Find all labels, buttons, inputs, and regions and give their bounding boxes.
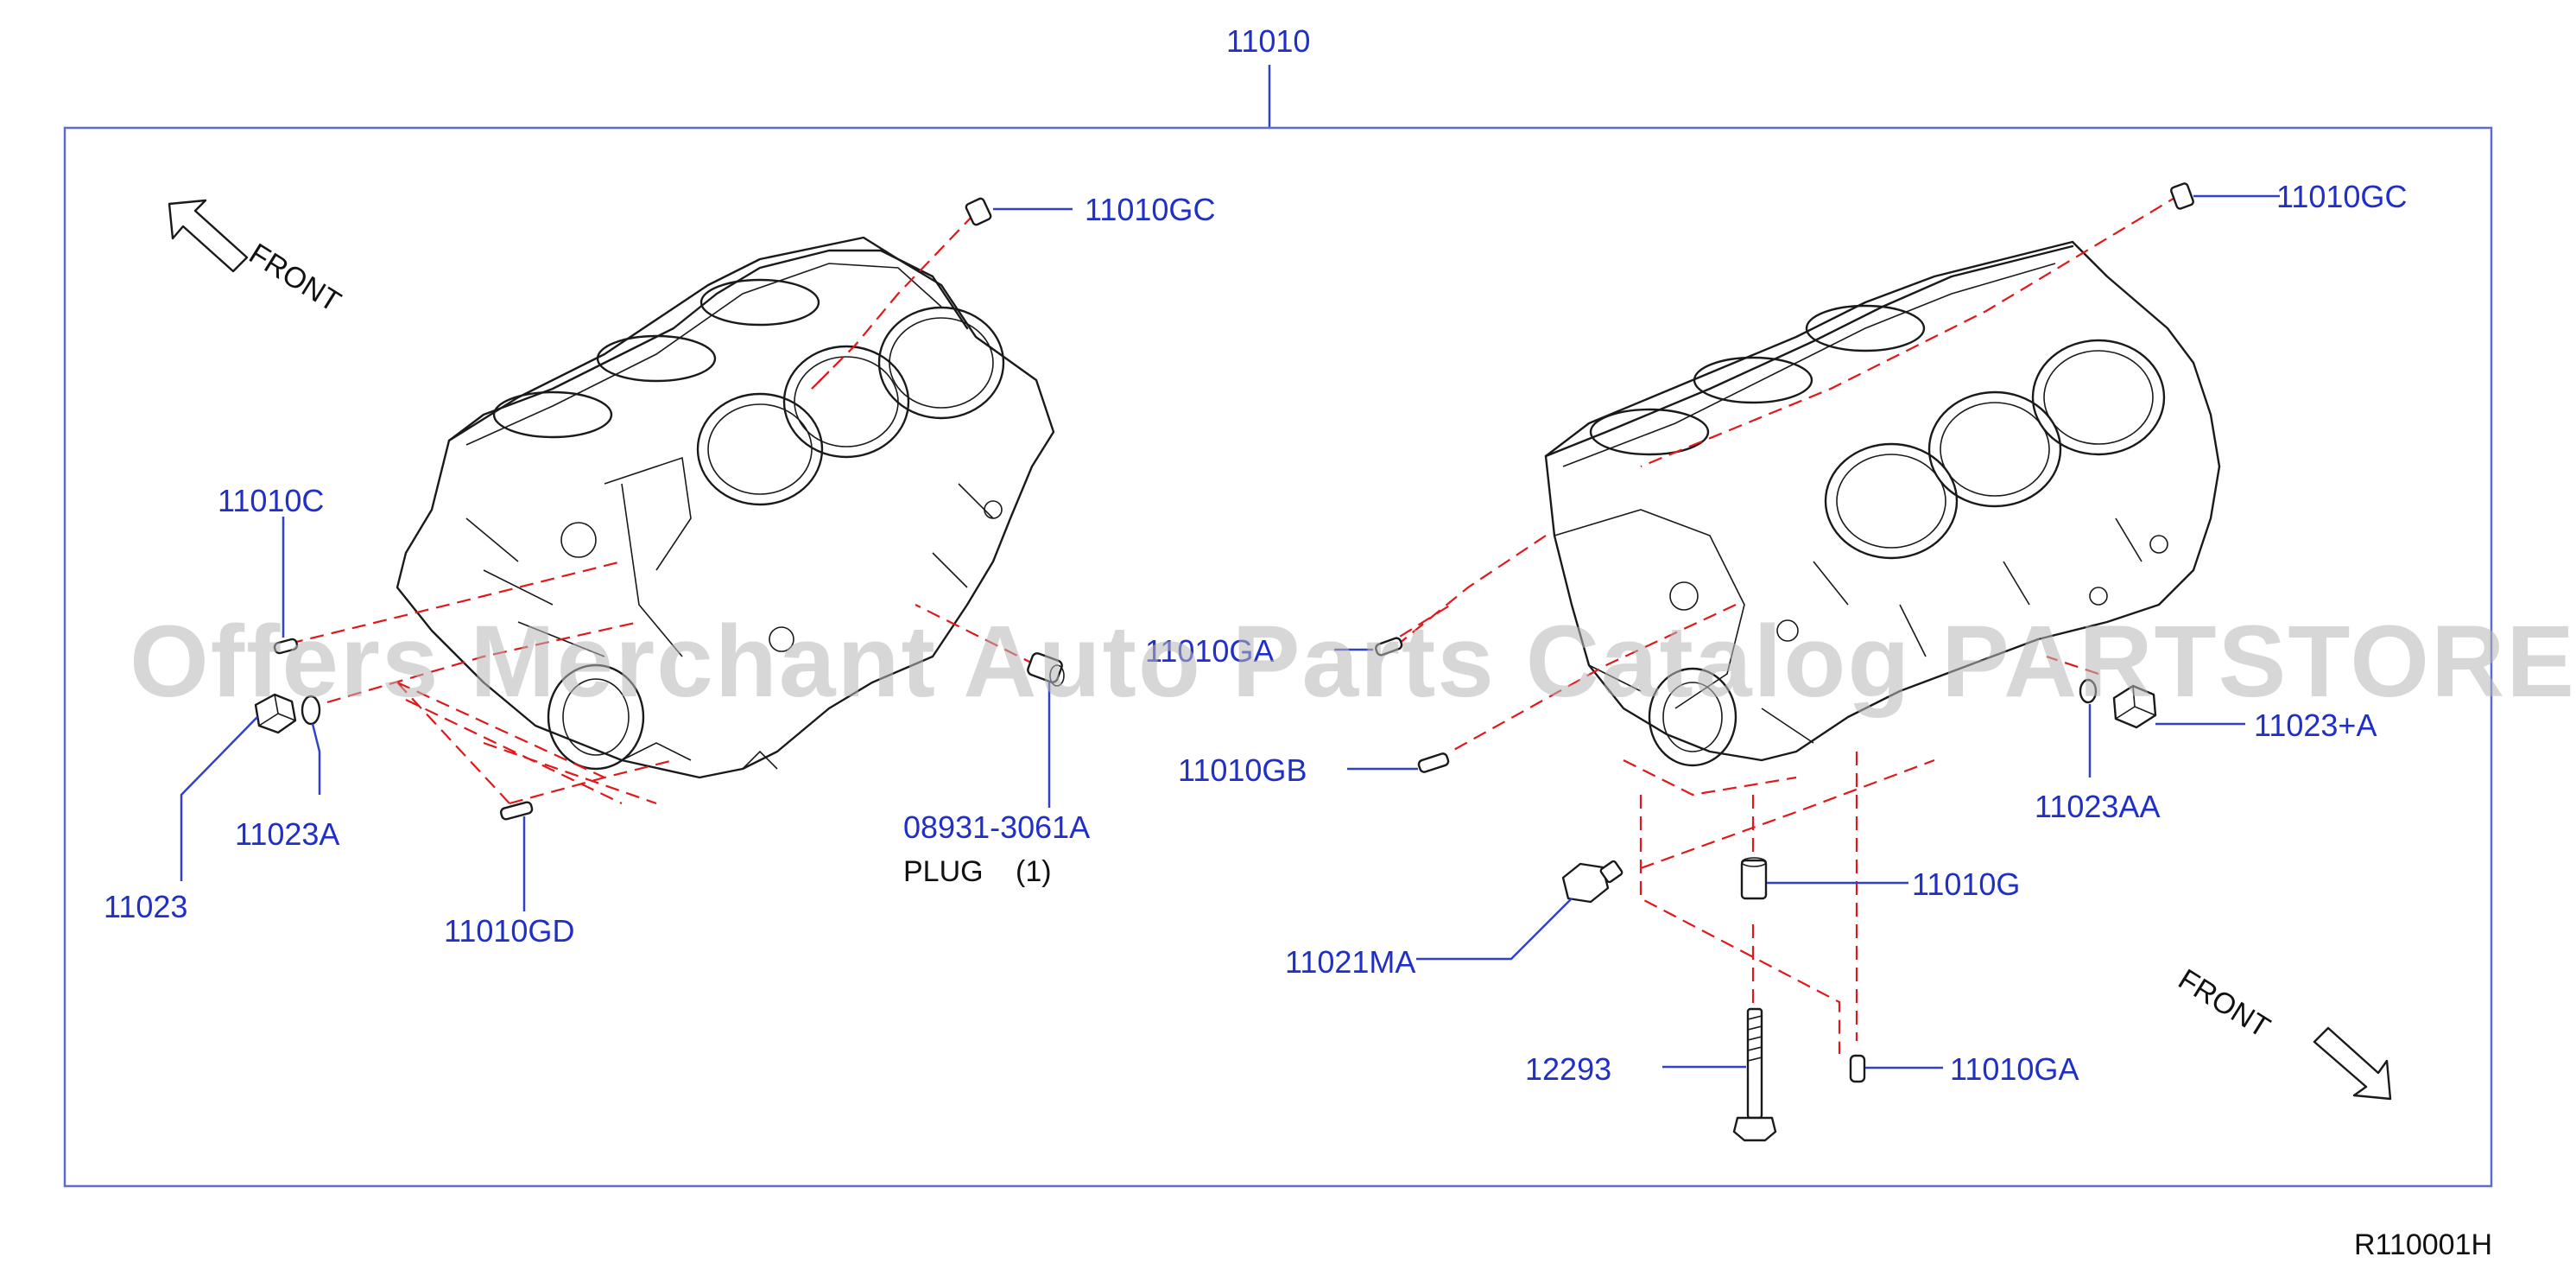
- right-bore-front-3-inner: [2043, 350, 2154, 445]
- left-bore-front-2: [782, 345, 910, 459]
- right-label-12293[interactable]: 12293: [1525, 1051, 1611, 1087]
- front-arrow-left-icon: [168, 199, 249, 273]
- left-block-outline: [396, 236, 1055, 779]
- left-deck-inner: [465, 263, 942, 446]
- watermark-text: Offers Merchant Auto Parts Catalog PARTS…: [130, 605, 2576, 719]
- left-boss-3: [984, 500, 1003, 519]
- left-bore-back-1: [492, 390, 613, 439]
- left-label-08931[interactable]: 08931-3061A: [903, 809, 1090, 845]
- right-label-11023pa[interactable]: 11023+A: [2254, 708, 2377, 743]
- left-plug-08931[interactable]: [1027, 652, 1065, 687]
- leader-left-11023a: [311, 723, 321, 795]
- right-cylinder-block[interactable]: [1544, 240, 2221, 767]
- left-label-11010gd[interactable]: 11010GD: [444, 913, 574, 949]
- left-washer-11023a[interactable]: [301, 695, 321, 726]
- left-lower-skirt: [621, 742, 778, 770]
- left-crank-bore: [547, 663, 645, 771]
- leader-right-ma: [1416, 898, 1573, 961]
- right-bore-front-2: [1927, 390, 2062, 508]
- right-bore-back-3: [1805, 304, 1926, 352]
- left-bore-back-2: [596, 334, 717, 383]
- right-crank-bore-inner: [1662, 682, 1723, 752]
- right-sleeve-11010g[interactable]: [1740, 857, 1768, 900]
- left-label-11023[interactable]: 11023: [104, 889, 187, 924]
- left-dowel-c[interactable]: [273, 638, 299, 655]
- right-washer-11023aa[interactable]: [2079, 678, 2098, 704]
- right-side-ribs: [1761, 517, 2142, 744]
- right-boss-4: [2149, 535, 2168, 554]
- left-bore-front-3-inner: [889, 317, 994, 409]
- right-label-11010gc[interactable]: 11010GC: [2276, 179, 2407, 214]
- right-bore-front-1-inner: [1836, 454, 1946, 549]
- left-guide-lines: [288, 213, 1037, 805]
- diagram-frame: [63, 126, 2493, 1188]
- right-deck-rim: [1544, 244, 2074, 458]
- right-bore-back-1: [1589, 408, 1710, 456]
- left-bore-front-1-inner: [707, 403, 813, 495]
- left-boss-1: [560, 522, 597, 558]
- right-dowel-ga[interactable]: [1849, 1054, 1866, 1083]
- left-boss-2: [769, 626, 794, 652]
- left-deck-rim: [447, 249, 969, 442]
- right-plug-11023pa[interactable]: [2112, 684, 2157, 729]
- right-label-11021ma[interactable]: 11021MA: [1285, 944, 1415, 980]
- left-dowel-gd[interactable]: [499, 801, 534, 821]
- left-crank-bore-inner: [562, 678, 630, 756]
- left-label-plug-name: PLUG: [903, 855, 984, 888]
- front-label-right: FRONT: [2173, 963, 2275, 1044]
- left-dowel-gc[interactable]: [965, 197, 992, 226]
- right-bore-front-1: [1824, 442, 1959, 560]
- right-bore-back-2: [1693, 356, 1813, 404]
- left-label-plug-qty: (1): [1016, 855, 1052, 888]
- assembly-number-label[interactable]: 11010: [1226, 23, 1310, 59]
- front-arrow-right-icon: [2313, 1026, 2392, 1101]
- left-bore-front-1: [696, 392, 824, 506]
- right-label-11010ga-upper[interactable]: 11010GA: [1145, 633, 1274, 669]
- left-label-11010gc[interactable]: 11010GC: [1085, 192, 1215, 227]
- left-bore-front-2-inner: [794, 356, 899, 447]
- right-bolt-11021ma[interactable]: [1561, 860, 1623, 904]
- front-label-left: FRONT: [244, 238, 346, 319]
- right-label-11023aa[interactable]: 11023AA: [2035, 789, 2160, 824]
- right-dowel-gb[interactable]: [1417, 752, 1450, 773]
- right-boss-2: [1776, 619, 1799, 642]
- right-crank-bore: [1648, 667, 1737, 767]
- left-label-11010c[interactable]: 11010C: [218, 483, 324, 518]
- right-bore-front-3: [2031, 339, 2166, 456]
- left-valley-ridge: [604, 456, 692, 657]
- right-boss-3: [2089, 587, 2108, 606]
- right-block-outline: [1544, 240, 2221, 762]
- right-bore-front-2-inner: [1940, 402, 2050, 497]
- left-plug-11023[interactable]: [254, 693, 297, 734]
- left-cylinder-block[interactable]: [396, 236, 1055, 779]
- right-dowel-gc[interactable]: [2170, 182, 2194, 210]
- left-bore-front-3: [877, 306, 1005, 420]
- left-label-11023a[interactable]: 11023A: [235, 816, 339, 852]
- left-bore-back-3: [699, 278, 820, 327]
- right-label-11010g[interactable]: 11010G: [1912, 866, 2020, 902]
- right-boss-1: [1669, 581, 1699, 611]
- right-bolt-12293[interactable]: [1732, 1007, 1777, 1142]
- reference-code: R110001H: [2354, 1228, 2492, 1261]
- right-dowel-ga-upper[interactable]: [1375, 637, 1403, 657]
- right-label-11010gb[interactable]: 11010GB: [1178, 752, 1307, 788]
- leader-left-11023: [180, 716, 258, 881]
- right-deck-inner: [1562, 263, 2056, 467]
- right-label-11010ga[interactable]: 11010GA: [1950, 1051, 2079, 1087]
